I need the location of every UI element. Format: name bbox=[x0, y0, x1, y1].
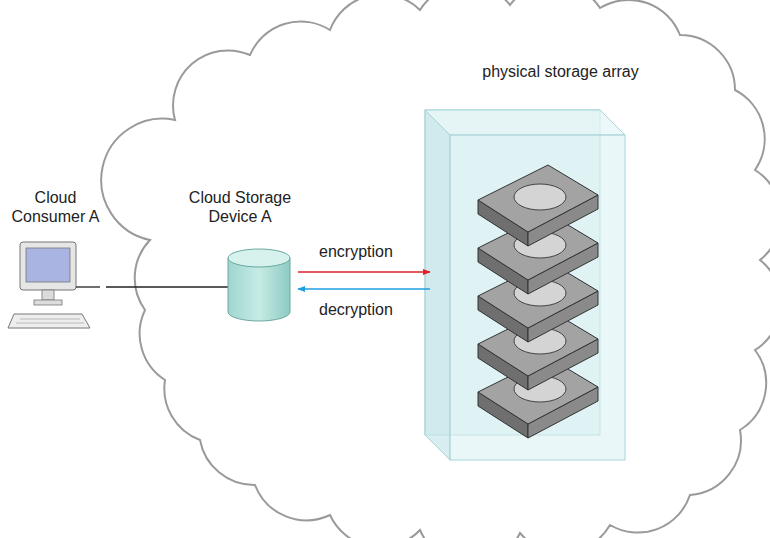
encryption-arrow bbox=[298, 271, 430, 273]
wire-stub bbox=[76, 286, 100, 287]
storage-array-box bbox=[425, 110, 625, 460]
disk-stack bbox=[478, 165, 598, 438]
storage-device-node: Cloud Storage Device A bbox=[182, 188, 298, 323]
edge-label: decryption bbox=[316, 300, 396, 319]
wire-stub bbox=[182, 286, 228, 287]
consumer-node: Cloud Consumer A bbox=[5, 188, 106, 333]
storage-array-node: physical storage array bbox=[430, 62, 651, 462]
storage-cylinder bbox=[228, 249, 290, 321]
computer-icon bbox=[8, 242, 90, 328]
decryption-arrow bbox=[298, 288, 430, 290]
edge-label: encryption bbox=[316, 242, 396, 261]
node-label: Cloud Storage Device A bbox=[182, 188, 298, 226]
network-link bbox=[106, 286, 182, 287]
cloud-outline bbox=[101, 0, 770, 538]
node-label: Cloud Consumer A bbox=[5, 188, 106, 226]
node-label: physical storage array bbox=[470, 62, 651, 81]
